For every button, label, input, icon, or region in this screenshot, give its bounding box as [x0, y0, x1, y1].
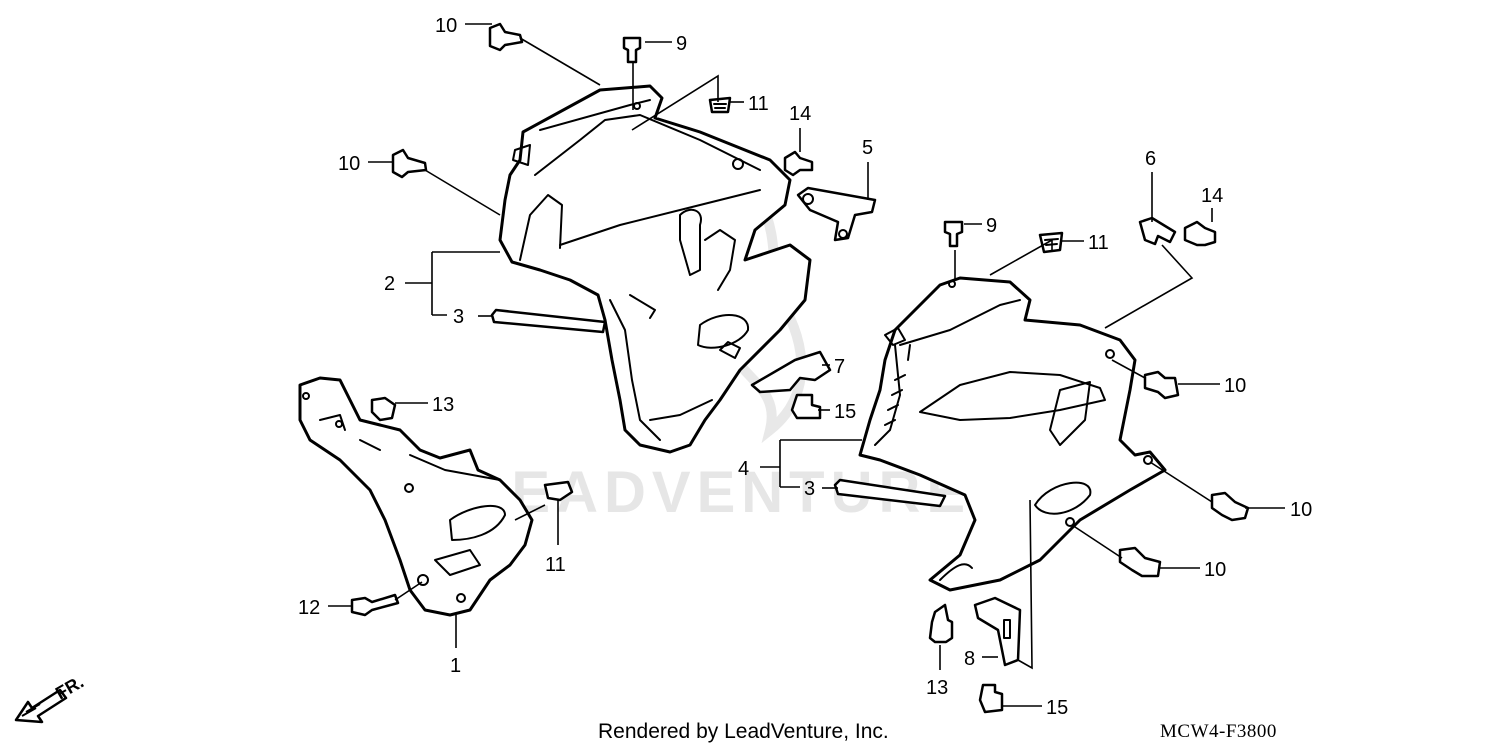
- callout-11: 11: [545, 554, 566, 576]
- bolt-14-upper: [783, 150, 814, 177]
- bracket-5: [796, 186, 877, 242]
- bracket-6: [1138, 216, 1177, 246]
- callout-9: 9: [986, 215, 997, 237]
- callout-15: 15: [1046, 697, 1068, 719]
- clip-13-lower: [928, 603, 954, 644]
- diagram-code: MCW4-F3800: [1160, 721, 1277, 742]
- bolt-10-top-left: [488, 22, 524, 52]
- callout-13: 13: [926, 677, 948, 699]
- credit-text: Rendered by LeadVenture, Inc.: [598, 720, 889, 743]
- outer-cowl-right: [858, 276, 1167, 592]
- bracket-7: [750, 350, 832, 394]
- callout-10: 10: [338, 153, 360, 175]
- bolt-14-right: [1183, 220, 1217, 247]
- clip-13-upper: [370, 396, 397, 422]
- callout-6: 6: [1145, 148, 1156, 170]
- callout-14: 14: [789, 103, 811, 125]
- callout-9: 9: [676, 33, 687, 55]
- callout-12: 12: [298, 597, 320, 619]
- bolt-10-left: [391, 148, 428, 179]
- bracket-8: [973, 596, 1022, 667]
- callout-10: 10: [435, 15, 457, 37]
- bolt-15-upper: [790, 393, 822, 420]
- inner-cowl-left: [498, 84, 812, 454]
- seal-strip-upper: [490, 308, 607, 334]
- callout-14: 14: [1201, 185, 1223, 207]
- callout-10: 10: [1290, 499, 1312, 521]
- callout-2: 2: [384, 273, 395, 295]
- seal-strip-lower: [833, 478, 947, 508]
- bolt-10-right-lower: [1118, 546, 1162, 578]
- leader-lines: [328, 23, 1285, 707]
- bolt-12: [350, 593, 400, 617]
- bolt-10-right-upper: [1143, 370, 1180, 400]
- callout-13: 13: [432, 394, 454, 416]
- callout-1: 1: [450, 655, 461, 677]
- callout-11: 11: [748, 93, 769, 115]
- screw-9-top: [622, 36, 642, 64]
- callout-3: 3: [804, 478, 815, 500]
- callout-15: 15: [834, 401, 856, 423]
- callout-4: 4: [738, 458, 749, 480]
- callout-5: 5: [862, 137, 873, 159]
- front-direction-arrow: FR.: [14, 672, 87, 724]
- bolt-10-right-middle: [1210, 491, 1250, 522]
- callout-3: 3: [453, 306, 464, 328]
- callout-10: 10: [1204, 559, 1226, 581]
- nut-11-top: [708, 96, 732, 114]
- nut-11-lower: [543, 480, 574, 502]
- screw-9-right: [943, 220, 964, 248]
- callout-7: 7: [834, 356, 845, 378]
- lower-cover-1: [298, 376, 534, 617]
- callout-8: 8: [964, 648, 975, 670]
- bolt-15-lower: [978, 683, 1004, 714]
- nut-11-right: [1038, 231, 1064, 254]
- callout-labels: 10 9 11 10 14 5 2 3 6 14 9 11 7 10 15 13…: [298, 15, 1312, 719]
- callout-11: 11: [1088, 232, 1109, 254]
- callout-10: 10: [1224, 375, 1246, 397]
